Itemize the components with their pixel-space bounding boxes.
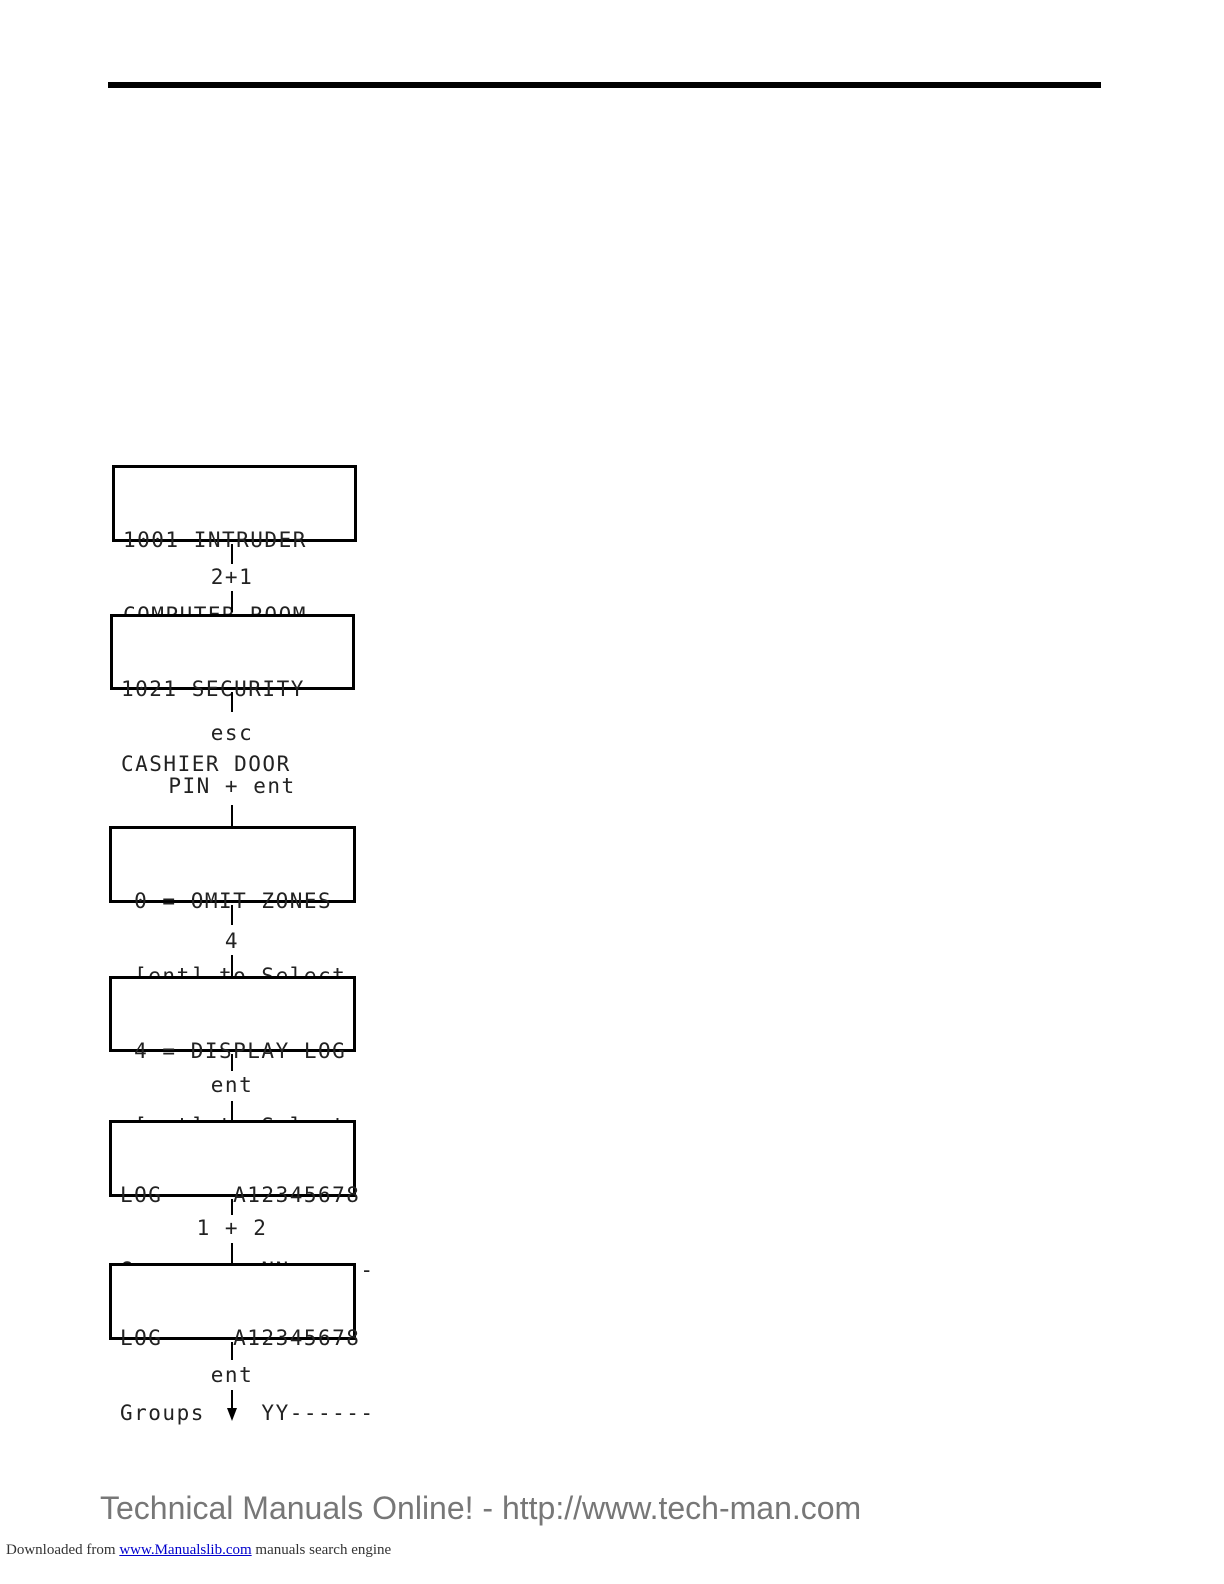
step-label-ent: ent: [210, 1073, 254, 1097]
top-rule: [108, 82, 1101, 88]
download-credit-suffix: manuals search engine: [255, 1542, 392, 1558]
screen-line-2: Groups YY------: [120, 1401, 375, 1425]
screen-line-1: 0 = OMIT ZONES: [120, 889, 333, 913]
connector-line: [231, 1101, 233, 1120]
connector-line: [231, 1342, 233, 1360]
arrow-down-icon: [227, 1408, 237, 1421]
connector-line: [231, 955, 233, 976]
keypad-screen-3: 0 = OMIT ZONES [ent] to Select: [109, 826, 356, 988]
step-label-pin-ent: PIN + ent: [168, 774, 296, 798]
step-label-4: 4: [224, 929, 240, 953]
step-label-esc: esc: [210, 721, 254, 745]
screen-line-1: LOG A12345678: [120, 1183, 361, 1207]
keypad-screen-6: LOG A12345678 Groups YY------: [109, 1263, 373, 1425]
download-credit-prefix: Downloaded from: [6, 1542, 116, 1558]
step-label-1plus2: 1 + 2: [196, 1216, 268, 1240]
screen-line-1: 1001 INTRUDER: [123, 528, 307, 552]
watermark-text: Technical Manuals Online! - http://www.t…: [100, 1490, 862, 1526]
connector-line: [231, 905, 233, 925]
arrow-shaft: [231, 1390, 233, 1410]
keypad-screen-1: 1001 INTRUDER COMPUTER ROOM: [112, 465, 357, 627]
connector-line: [231, 1054, 233, 1071]
connector-line: [231, 1243, 233, 1263]
keypad-screen-5: LOG A12345678 Groups NN------: [109, 1120, 373, 1282]
keypad-screen-4: 4 = DISPLAY LOG [ent] to Select: [109, 976, 356, 1138]
connector-line: [231, 1199, 233, 1215]
screen-line-1: LOG A12345678: [120, 1326, 361, 1350]
manualslib-link[interactable]: www.Manualslib.com: [119, 1542, 252, 1558]
screen-line-1: 4 = DISPLAY LOG: [120, 1039, 347, 1063]
keypad-screen-2: 1021 SECURITY CASHIER DOOR: [110, 614, 355, 776]
connector-line: [231, 805, 233, 826]
step-label-2plus1: 2+1: [210, 565, 254, 589]
connector-line: [231, 544, 233, 564]
screen-line-2: CASHIER DOOR: [121, 752, 291, 776]
step-label-ent-final: ent: [210, 1363, 254, 1387]
connector-line: [231, 591, 233, 612]
download-credit: Downloaded from www.Manualslib.com manua…: [6, 1542, 391, 1559]
connector-line: [231, 692, 233, 712]
screen-line-1: 1021 SECURITY: [121, 677, 305, 701]
